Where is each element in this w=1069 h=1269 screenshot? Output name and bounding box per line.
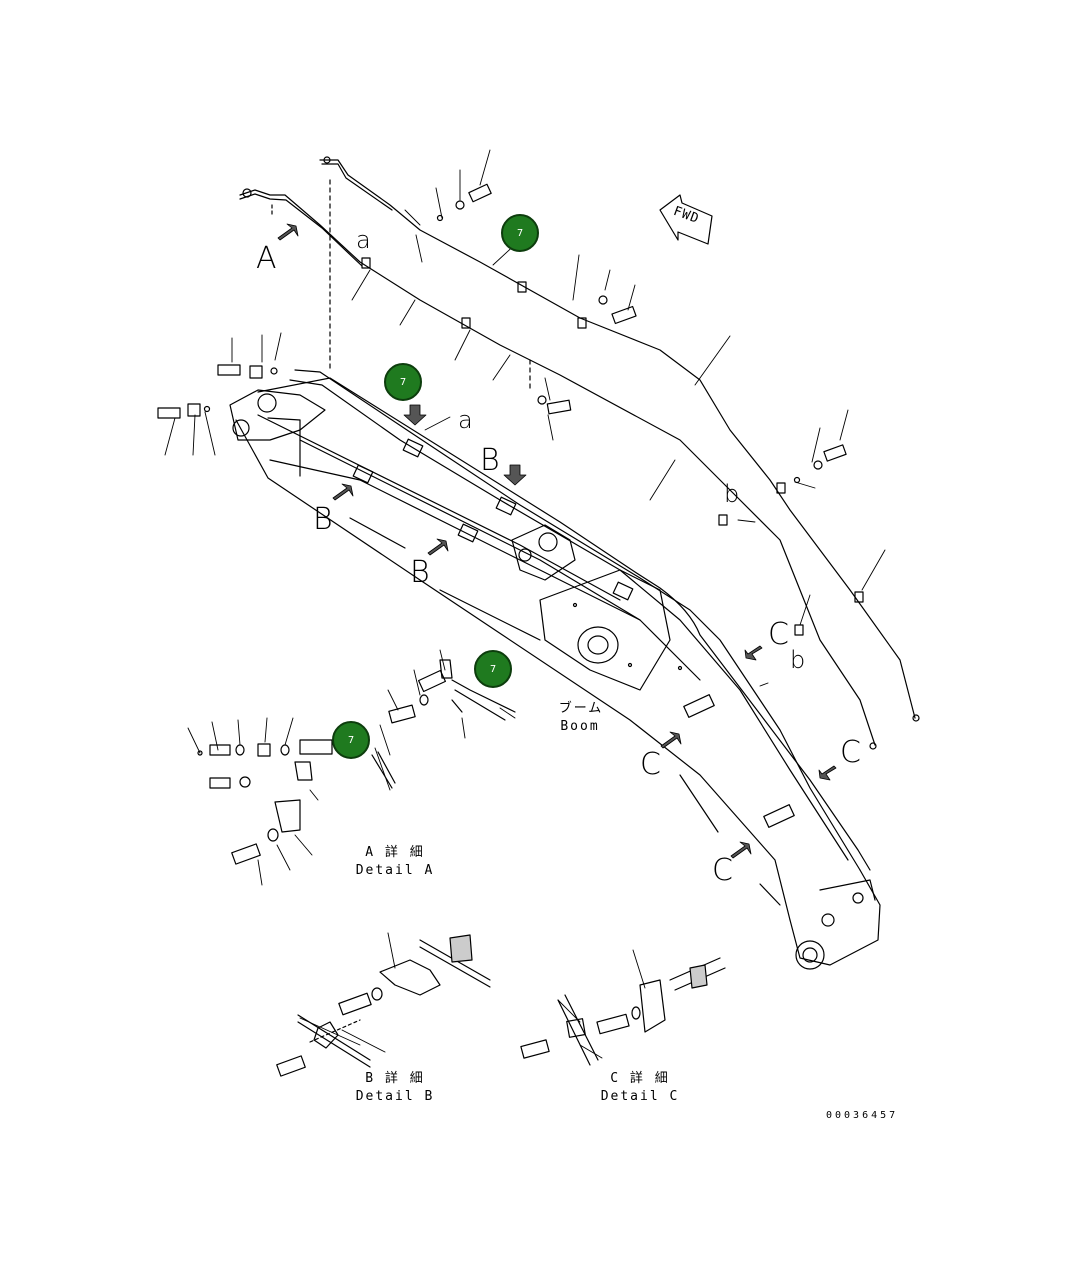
- callout-marker[interactable]: 7: [332, 721, 370, 759]
- boom-tubes: [269, 369, 861, 871]
- boom-name-jp: ブーム: [558, 701, 604, 716]
- boom-body: [229, 377, 881, 970]
- drawing-number: 00036457: [826, 1110, 899, 1121]
- callout-marker[interactable]: 7: [501, 214, 539, 252]
- view-label-c-4: C: [712, 853, 733, 888]
- detail-c-en: Detail C: [600, 1089, 680, 1104]
- detail-a-en: Detail A: [355, 863, 435, 878]
- detail-b-drawing: [276, 934, 491, 1077]
- fwd-arrow-icon: [659, 194, 713, 245]
- view-label-a-small-2: a: [458, 406, 473, 434]
- detail-c-jp: C 詳 細: [610, 1071, 670, 1086]
- view-label-b-3: B: [480, 443, 500, 478]
- callout-marker[interactable]: 7: [384, 363, 422, 401]
- view-label-b-2: B: [410, 555, 430, 590]
- boom-name-en: Boom: [560, 719, 600, 734]
- view-label-c-3: C: [840, 735, 861, 770]
- detail-a-jp: A 詳 細: [365, 845, 425, 860]
- detail-b-jp: B 詳 細: [365, 1071, 425, 1086]
- view-label-a: A: [256, 241, 277, 276]
- detail-c-drawing: [520, 957, 726, 1066]
- hardware: [157, 183, 847, 865]
- callout-marker[interactable]: 7: [474, 650, 512, 688]
- view-label-c-1: C: [768, 617, 789, 652]
- view-label-b-small-2: b: [790, 646, 806, 674]
- view-label-c-2: C: [640, 747, 661, 782]
- detail-b-en: Detail B: [355, 1089, 435, 1104]
- leader-lines: [164, 149, 886, 1059]
- view-label-a-small-1: a: [356, 226, 371, 254]
- upper-pipes: [239, 156, 920, 750]
- view-label-b-small-1: b: [724, 480, 740, 508]
- view-arrows: [277, 223, 837, 859]
- view-label-b-1: B: [313, 502, 333, 537]
